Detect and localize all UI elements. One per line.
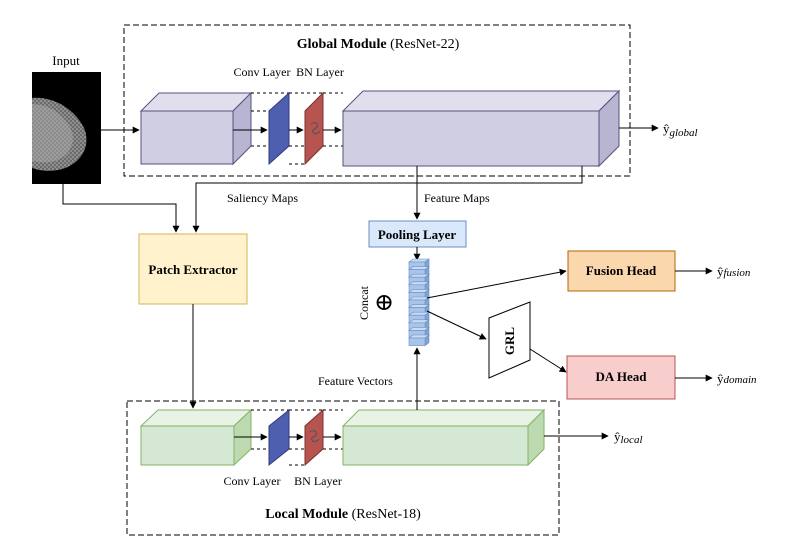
local-module: Local Module (ResNet-18) Conv Layer BN L… (126, 400, 560, 536)
global-module-title: Global Module (ResNet-22) (297, 37, 460, 52)
pooling-layer-label: Pooling Layer (378, 227, 457, 242)
concat-label: Concat (357, 285, 371, 320)
da-head-label: DA Head (596, 369, 648, 384)
local-feature-block (341, 408, 546, 467)
input-label: Input (52, 53, 80, 68)
global-input-block (139, 91, 253, 166)
local-bn-label: BN Layer (294, 474, 342, 488)
concat-symbol: ⊕ (374, 290, 394, 316)
feature-maps-label: Feature Maps (424, 191, 490, 205)
global-conv-layer (268, 91, 290, 166)
global-feature-block (341, 89, 621, 168)
grl-label: GRL (502, 327, 517, 356)
concat-vector (408, 258, 430, 347)
local-conv-label: Conv Layer (224, 474, 281, 488)
output-global: ŷglobal (663, 121, 698, 139)
pooling-layer-box (368, 220, 467, 248)
patch-extractor-box (138, 233, 248, 305)
local-input-block (139, 408, 253, 467)
mammogram-image (32, 72, 101, 184)
global-conv-label: Conv Layer (234, 65, 291, 79)
global-bn-label: BN Layer (296, 65, 344, 79)
patch-extractor-label: Patch Extractor (148, 262, 237, 277)
fusion-head-label: Fusion Head (586, 263, 657, 278)
output-domain: ŷdomain (717, 371, 757, 386)
grl-trapezoid (488, 301, 531, 379)
global-module: Global Module (ResNet-22) Conv Layer BN … (123, 24, 631, 177)
feature-vectors-label: Feature Vectors (318, 374, 393, 388)
local-conv-layer (268, 408, 290, 467)
global-bn-layer (304, 91, 324, 166)
local-bn-layer (304, 408, 324, 467)
vector-cell (408, 337, 426, 346)
global-module-border (123, 24, 631, 177)
output-fusion: ŷfusion (717, 264, 751, 279)
local-module-title: Local Module (ResNet-18) (265, 507, 421, 522)
output-local: ŷlocal (614, 429, 643, 446)
saliency-maps-label: Saliency Maps (227, 191, 298, 205)
local-module-border (126, 400, 560, 536)
